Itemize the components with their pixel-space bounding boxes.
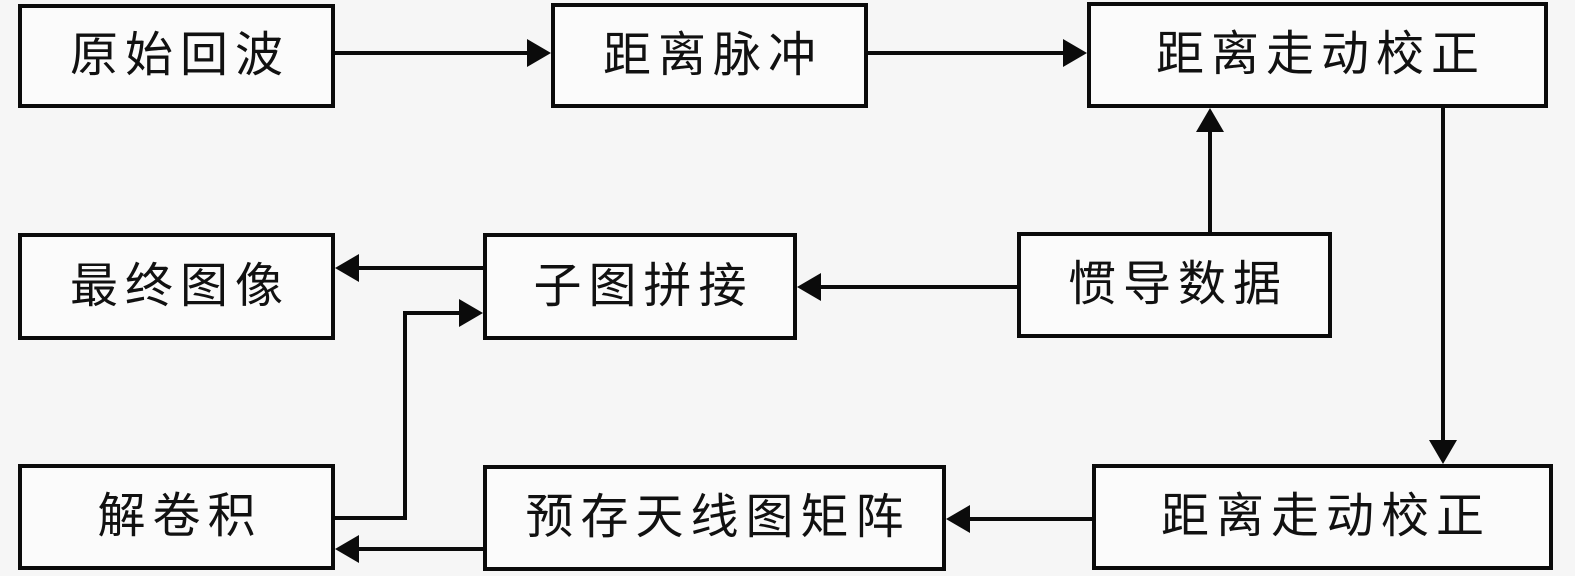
node-ins-data: 惯导数据	[1017, 232, 1332, 338]
edge-ins-data-to-range-walk-top-line	[1208, 130, 1212, 232]
node-final-image: 最终图像	[18, 233, 335, 340]
edge-range-walk-top-to-range-walk-bottom-line	[1441, 108, 1445, 441]
node-range-pulse: 距离脉冲	[551, 3, 868, 108]
edge-antenna-matrix-to-deconvolution-line	[359, 547, 483, 551]
edge-raw-echo-to-range-pulse-line	[335, 51, 529, 55]
node-range-walk-correction-bottom: 距离走动校正	[1092, 464, 1553, 570]
node-final-image-label: 最终图像	[69, 259, 290, 313]
node-raw-echo: 原始回波	[18, 4, 335, 108]
node-range-pulse-label: 距离脉冲	[602, 28, 823, 82]
arrow-left-icon	[797, 273, 821, 301]
edge-range-pulse-to-range-walk-top-line	[868, 51, 1065, 55]
edge-deconvolution-elbow-bottom-line	[335, 516, 407, 520]
arrow-right-icon	[459, 299, 483, 327]
edge-range-walk-bottom-to-antenna-matrix-line	[970, 517, 1092, 521]
arrow-right-icon	[527, 39, 551, 67]
arrow-right-icon	[1063, 39, 1087, 67]
node-range-walk-correction-top-label: 距离走动校正	[1155, 28, 1486, 81]
node-subimage-stitching-label: 子图拼接	[533, 259, 754, 313]
node-prestored-antenna-matrix-label: 预存天线图矩阵	[525, 491, 911, 544]
node-ins-data-label: 惯导数据	[1067, 258, 1288, 311]
arrow-left-icon	[335, 535, 359, 563]
edge-deconvolution-elbow-vertical-line	[403, 311, 407, 520]
node-range-walk-correction-top: 距离走动校正	[1087, 2, 1548, 108]
arrow-up-icon	[1196, 108, 1224, 132]
arrow-down-icon	[1429, 440, 1457, 464]
node-deconvolution-label: 解卷积	[97, 490, 263, 543]
edge-deconvolution-elbow-top-line	[407, 311, 459, 315]
node-subimage-stitching: 子图拼接	[483, 233, 797, 340]
node-deconvolution: 解卷积	[18, 464, 335, 570]
node-prestored-antenna-matrix: 预存天线图矩阵	[483, 465, 946, 571]
edge-ins-data-to-subimage-stitching-line	[821, 285, 1017, 289]
node-raw-echo-label: 原始回波	[69, 29, 290, 82]
node-range-walk-correction-bottom-label: 距离走动校正	[1160, 490, 1491, 543]
arrow-left-icon	[946, 505, 970, 533]
edge-subimage-stitching-to-final-image-line	[359, 266, 483, 270]
arrow-left-icon	[335, 254, 359, 282]
